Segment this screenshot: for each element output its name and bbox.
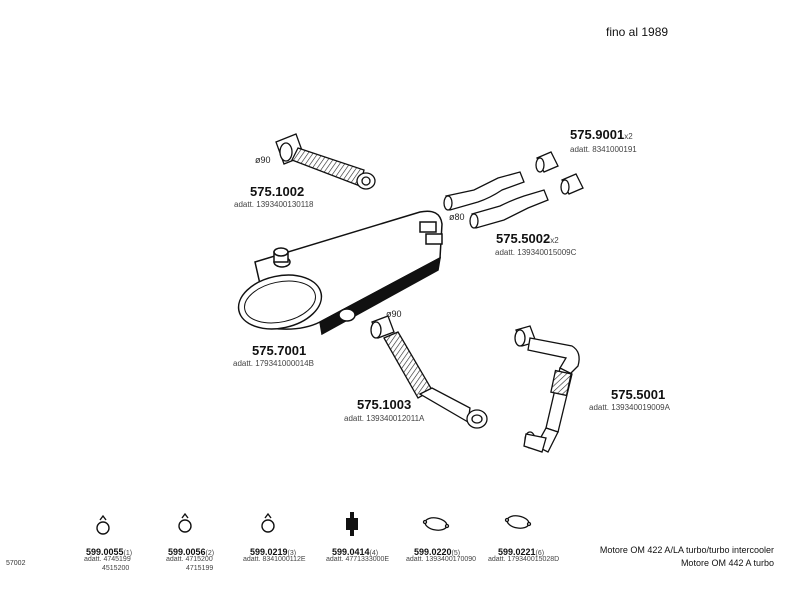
sleeves-575-9001 — [535, 151, 584, 195]
part-adatt: adatt. 139340019009A — [589, 403, 670, 412]
clamp-icon — [261, 512, 275, 533]
clamp-icon — [178, 512, 192, 533]
front-pipe-575-1002 — [275, 133, 376, 190]
part-label-575-1002: 575.1002 — [250, 184, 305, 199]
rubber-mount-icon — [346, 512, 358, 536]
diagram-ref: 57002 — [6, 560, 26, 567]
accessory-adatt: adatt. 1393400170090 — [406, 556, 477, 563]
engine-label: Motore OM 422 A/LA turbo/turbo intercool… — [599, 545, 774, 555]
engine-label: Motore OM 442 A turbo — [680, 558, 774, 568]
part-label-575-7001: 575.7001 — [252, 343, 307, 358]
part-adatt: adatt. 179341000014B — [233, 359, 314, 368]
flex-pipe-575-1003 — [370, 315, 488, 429]
accessory-item: 599.0055(1) — [86, 547, 133, 558]
part-label-575-9001: 575.9001x2 — [570, 127, 633, 142]
accessory-adatt: 4715199 — [186, 565, 214, 572]
accessory-adatt: adatt. 8341000112E — [243, 556, 306, 563]
gasket-icon — [422, 517, 450, 531]
clamp-icon — [96, 514, 110, 535]
accessory-item: 599.0056(2) — [168, 547, 215, 558]
y-pipes-575-5002 — [443, 171, 549, 229]
part-adatt: adatt. 8341000191 — [570, 145, 637, 154]
gasket-icon — [504, 515, 532, 529]
diameter-label: ø80 — [449, 212, 465, 222]
part-adatt: adatt. 139340015009C — [495, 248, 577, 257]
accessory-item: 599.0414(4) — [332, 547, 379, 558]
part-label-575-1003: 575.1003 — [357, 397, 412, 412]
accessory-adatt: adatt. 179340015028D — [488, 556, 560, 563]
accessory-item: 599.0221(6) — [498, 547, 545, 558]
tail-pipe-575-5001 — [514, 325, 580, 453]
accessory-adatt: adatt. 4715200 — [166, 556, 213, 563]
accessory-adatt: adatt. 4771333000E — [326, 556, 390, 563]
accessory-adatt: 4515200 — [102, 565, 130, 572]
accessory-item: 599.0220(5) — [414, 547, 461, 558]
accessory-adatt: adatt. 4745199 — [84, 556, 131, 563]
accessory-item: 599.0219(3) — [250, 547, 297, 558]
diameter-label: ø90 — [386, 309, 402, 319]
part-label-575-5001: 575.5001 — [611, 387, 666, 402]
part-adatt: adatt. 1393400130118 — [234, 200, 314, 209]
period-label: fino al 1989 — [606, 25, 669, 39]
diameter-label: ø90 — [255, 155, 271, 165]
part-adatt: adatt. 139340012011A — [344, 414, 425, 423]
part-label-575-5002: 575.5002x2 — [496, 231, 559, 246]
muffler-575-7001 — [237, 210, 443, 336]
